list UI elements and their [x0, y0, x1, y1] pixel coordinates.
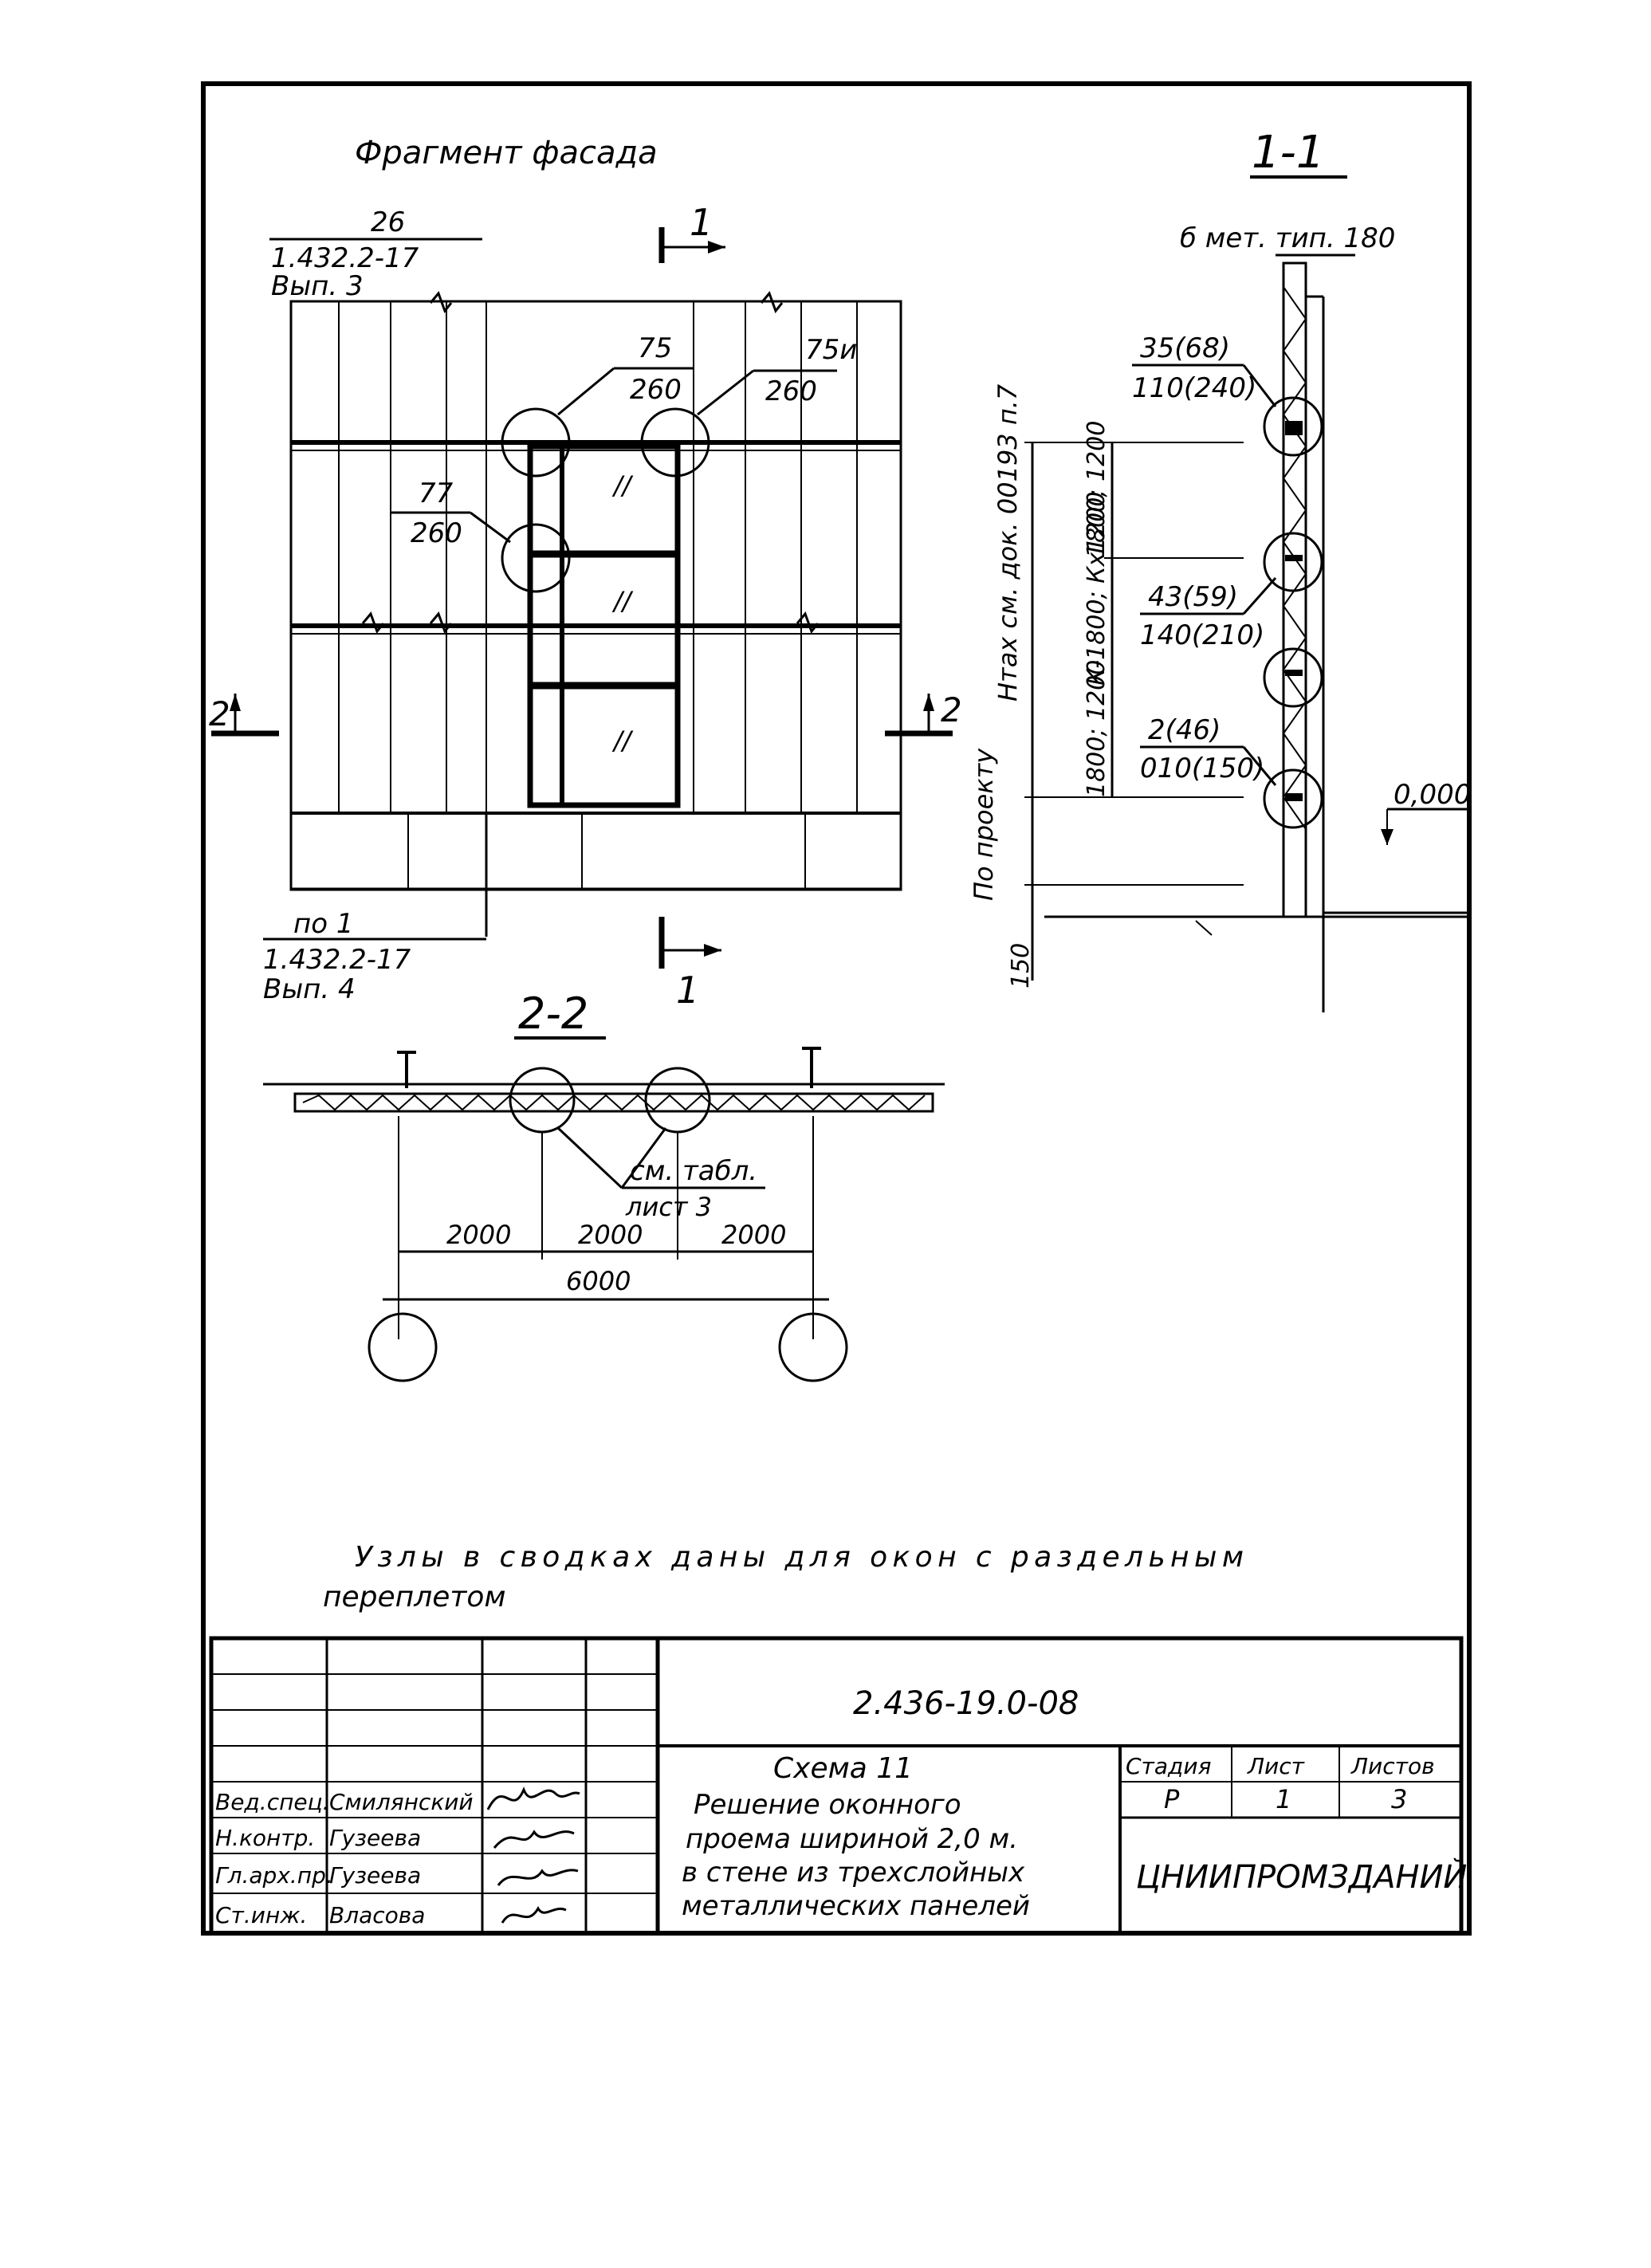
- glazing-mark: //: [611, 586, 634, 616]
- section-2-2-title: 2-2: [518, 989, 588, 1039]
- cut-1-bottom: 1: [676, 969, 699, 1012]
- description-line-3: в стене из трехслойных: [682, 1857, 1025, 1889]
- callout-c-sheet: 260: [411, 517, 462, 549]
- cut-1-top: 1: [690, 201, 713, 244]
- s11-dim-mid: К-1800; Кх1200: [1083, 491, 1110, 686]
- signature-name-3: Гузеева: [329, 1862, 421, 1889]
- s11-callout-2-sheet: 140(210): [1140, 619, 1264, 651]
- facade-ref-bottom-series: 1.432.2-17: [263, 944, 411, 976]
- description-line-2: проема шириной 2,0 м.: [686, 1823, 1018, 1855]
- stage-value: Р: [1164, 1784, 1180, 1814]
- description-line-4: металлических панелей: [682, 1890, 1030, 1922]
- scheme-label: Схема 11: [773, 1752, 913, 1785]
- signature-mark: [486, 1786, 580, 1810]
- s11-dim-1800-a: 1800; 1200: [1083, 421, 1110, 558]
- s11-callout-1-node: 35(68): [1140, 332, 1230, 364]
- section-1-1-top-label: б мет. тип. 180: [1180, 222, 1395, 254]
- signature-role-1: Вед.спец.: [215, 1789, 330, 1815]
- signature-name-1: Смилянский: [329, 1789, 474, 1815]
- detail-circle: [501, 523, 571, 593]
- detail-circle: [640, 407, 710, 478]
- callout-c-node: 77: [419, 478, 454, 509]
- s11-callout-1-sheet: 110(240): [1132, 372, 1256, 404]
- drawing-code: 2.436-19.0-08: [853, 1685, 1079, 1722]
- signature-mark: [497, 1869, 579, 1886]
- callout-b-sheet: 260: [765, 375, 817, 407]
- s22-dim-1: 2000: [446, 1220, 511, 1250]
- detail-circle: [501, 407, 571, 478]
- s22-note-sheet: лист 3: [625, 1192, 712, 1222]
- s22-note: см. табл.: [630, 1155, 757, 1187]
- signature-mark: [501, 1905, 567, 1924]
- facade-ref-top-series: 1.432.2-17: [271, 242, 419, 274]
- callout-a-sheet: 260: [630, 374, 682, 406]
- s11-dim-150: 150: [1007, 943, 1035, 989]
- callout-b-node: 75и: [805, 334, 857, 366]
- general-note: Узлы в сводках даны для окон с раздельны…: [323, 1541, 1244, 1614]
- cut-2-right: 2: [941, 690, 962, 729]
- s11-callout-3-node: 2(46): [1148, 714, 1221, 746]
- s22-dim-2: 2000: [578, 1220, 643, 1250]
- facade-ref-top-issue: Вып. 3: [271, 270, 364, 302]
- section-1-1: 1-1 б мет. тип. 180 35(68) 110(240) 43(5…: [969, 127, 1471, 1012]
- s11-callout-3-sheet: 010(150): [1140, 753, 1264, 784]
- callout-a-node: 75: [638, 332, 672, 364]
- sheets-value: 3: [1391, 1784, 1407, 1814]
- signature-role-2: Н.контр.: [215, 1825, 315, 1851]
- signature-role-4: Ст.инж.: [215, 1902, 307, 1928]
- organization: ЦНИИПРОМЗДАНИЙ: [1136, 1857, 1467, 1896]
- signature-role-3: Гл.арх.пр.: [215, 1862, 333, 1889]
- sheet-header: Лист: [1247, 1753, 1305, 1779]
- signature-name-2: Гузеева: [329, 1825, 421, 1851]
- s11-callout-2-node: 43(59): [1148, 581, 1238, 613]
- description-line-1: Решение оконного: [694, 1789, 961, 1821]
- glazing-mark: //: [611, 725, 634, 756]
- s11-dim-project: По проекту: [969, 748, 999, 901]
- signature-name-4: Власова: [329, 1902, 425, 1928]
- stage-header: Стадия: [1126, 1753, 1211, 1779]
- glazing-mark: //: [611, 470, 634, 501]
- facade-ref-bottom-node: по 1: [293, 908, 353, 940]
- cut-2-left: 2: [209, 694, 230, 733]
- title-block: 2.436-19.0-08 Схема 11 Решение оконного …: [209, 1636, 1467, 1936]
- s11-level: 0,000: [1394, 779, 1471, 811]
- section-1-1-title: 1-1: [1252, 127, 1324, 179]
- facade-ref-top-node: 26: [371, 206, 405, 238]
- sheet-value: 1: [1276, 1784, 1291, 1814]
- facade-ref-bottom-issue: Вып. 4: [263, 973, 356, 1005]
- facade-fragment: Фрагмент фасада 26 1.432.2-17 Вып. 3: [209, 135, 962, 1012]
- facade-title: Фрагмент фасада: [355, 135, 658, 171]
- s22-total: 6000: [566, 1266, 631, 1296]
- note-line-1: Узлы в сводках даны для окон с раздельны…: [355, 1541, 1244, 1574]
- section-2-2: 2-2 см. табл. лист 3 2000 2000 2000 6000: [263, 989, 945, 1382]
- s11-dim-height: Нтах см. док. 00193 п.7: [993, 383, 1023, 702]
- s22-dim-3: 2000: [721, 1220, 786, 1250]
- signature-mark: [493, 1830, 575, 1849]
- sheets-header: Листов: [1350, 1753, 1435, 1779]
- s11-dim-1800-b: 1800; 1200: [1083, 660, 1110, 797]
- note-line-2: переплетом: [323, 1581, 506, 1614]
